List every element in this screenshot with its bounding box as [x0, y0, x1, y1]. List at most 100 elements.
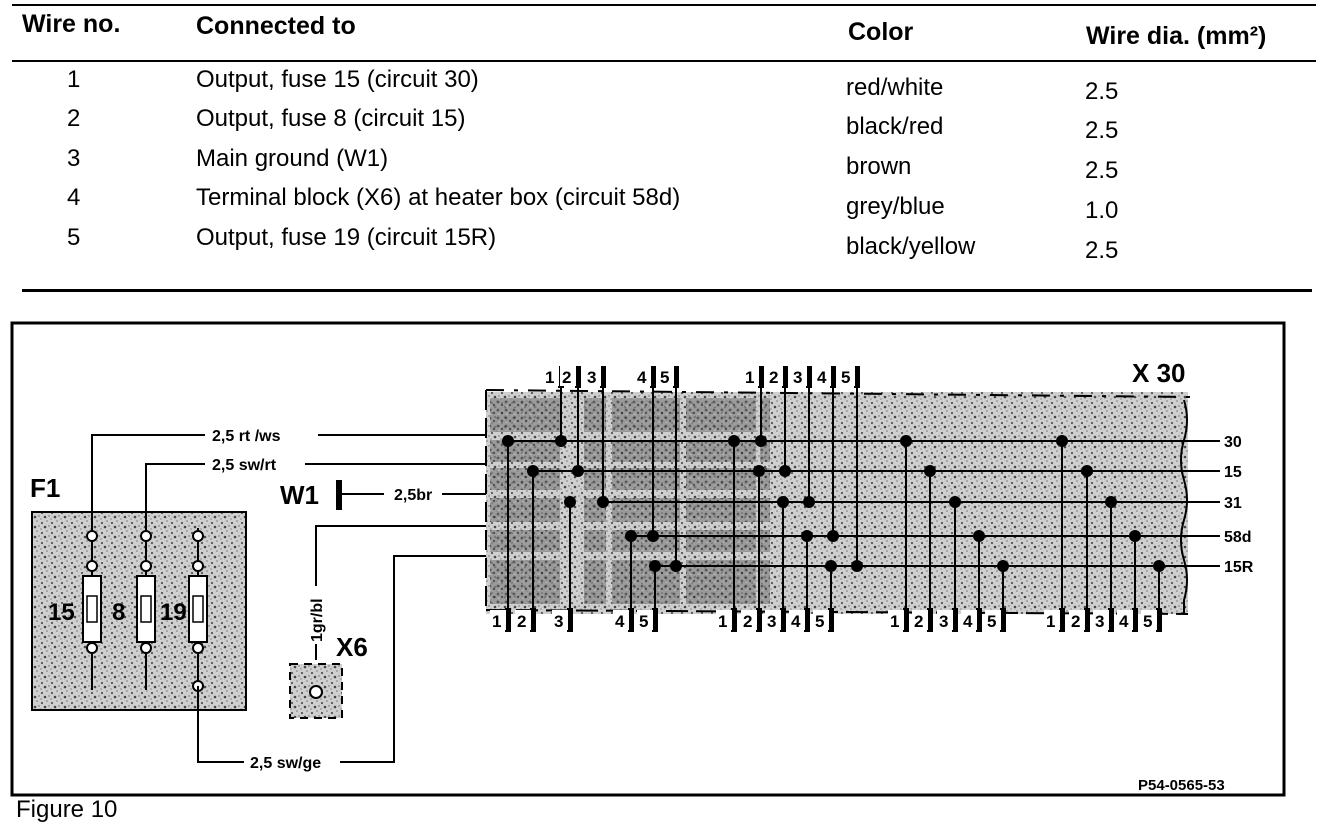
pin-label-bg — [613, 610, 629, 630]
pin-stub — [505, 608, 511, 632]
pin-number: 1 — [745, 368, 754, 387]
connector-cell — [584, 530, 606, 552]
pin-stub — [804, 608, 810, 632]
row-wire-no: 2 — [67, 105, 81, 132]
pin-number: 1 — [492, 612, 501, 631]
pin-number: 2 — [769, 368, 778, 387]
pin-label-bg — [789, 610, 805, 630]
pin-label-bg — [888, 610, 904, 630]
connector-cell — [686, 530, 756, 552]
wire-label-brown: 2,5br — [394, 487, 432, 504]
fuse-terminal — [140, 560, 152, 572]
wire-2-black-red — [145, 463, 205, 528]
pin-stub — [903, 608, 909, 632]
pin-label-bg — [490, 610, 506, 630]
pin-label-bg — [658, 366, 674, 386]
header-color: Color — [848, 18, 914, 46]
pin-number: 3 — [793, 368, 802, 387]
row-connected-to: Output, fuse 19 (circuit 15R) — [196, 224, 497, 251]
pin-label-bg — [815, 366, 831, 386]
junction-dot — [597, 496, 609, 508]
row-connected-to: Main ground (W1) — [196, 145, 389, 172]
pin-number: 2 — [914, 612, 923, 631]
pin-stub — [828, 608, 834, 632]
junction-dot — [555, 435, 567, 447]
junction-dot — [779, 465, 791, 477]
connector-cell — [490, 498, 560, 522]
pin-stub — [952, 608, 958, 632]
pin-number: 3 — [767, 612, 776, 631]
row-wire-no: 3 — [67, 145, 81, 172]
pin-stub — [575, 366, 581, 388]
pin-label-bg — [743, 366, 759, 386]
pin-label-bg — [635, 366, 651, 386]
connector-cell — [760, 440, 770, 462]
pin-label-bg — [1093, 610, 1109, 630]
pin-stub — [567, 608, 573, 632]
connector-cell — [612, 560, 680, 604]
junction-dot — [777, 496, 789, 508]
junction-dot — [1081, 465, 1093, 477]
row-color: black/yellow — [846, 233, 976, 260]
pin-stub — [673, 366, 679, 388]
circuit-label: 31 — [1224, 495, 1242, 512]
connector-cell — [584, 560, 606, 604]
pin-number: 5 — [660, 368, 669, 387]
junction-dot — [900, 435, 912, 447]
pin-label-bg — [1117, 610, 1133, 630]
connector-cell — [584, 440, 606, 462]
pin-label-bg — [985, 610, 1001, 630]
circuit-buses — [508, 440, 1220, 567]
fuse-terminal — [192, 530, 204, 542]
wire-label-red-white: 2,5 rt /ws — [212, 428, 281, 445]
connector-cell — [686, 468, 756, 490]
pin-label-bg — [637, 610, 653, 630]
fuse-terminal — [86, 642, 98, 654]
pin-stub — [1156, 608, 1162, 632]
pin-number: 5 — [1143, 612, 1152, 631]
row-color: grey/blue — [846, 193, 945, 220]
connector-cell — [612, 530, 680, 552]
row-color: brown — [846, 153, 912, 180]
pin-stub — [1000, 608, 1006, 632]
connector-cell — [612, 440, 680, 462]
pin-stub — [756, 608, 762, 632]
pin-label-bg — [1069, 610, 1085, 630]
part-number: P54-0565-53 — [1138, 777, 1225, 794]
junction-dot — [670, 560, 682, 572]
row-wire-no: 4 — [67, 184, 81, 211]
junction-dot — [625, 530, 637, 542]
fusebox-label: F1 — [30, 473, 60, 503]
pin-number: 5 — [841, 368, 850, 387]
connector-cell — [612, 468, 680, 490]
terminal-block — [289, 663, 343, 719]
ground-bar — [336, 480, 342, 510]
fuse-element — [86, 595, 98, 623]
junction-dot — [527, 465, 539, 477]
fuse-element — [192, 595, 204, 623]
junction-dot — [755, 435, 767, 447]
ground-label: W1 — [280, 480, 319, 510]
wire-label-black-yellow: 2,5 sw/ge — [250, 755, 321, 772]
pin-stub — [758, 366, 764, 388]
pin-number: 4 — [1119, 612, 1129, 631]
pin-label-bg — [767, 366, 783, 386]
terminal-label: X6 — [336, 632, 368, 662]
terminal-post — [309, 685, 323, 699]
connector-cell — [760, 560, 770, 604]
connector-cell — [490, 398, 560, 432]
fuse-terminal — [86, 530, 98, 542]
fuse-terminal — [140, 530, 152, 542]
wire-label-grey-blue: 1gr/bl — [309, 598, 326, 642]
pin-number: 3 — [1095, 612, 1104, 631]
connector-cell — [686, 440, 756, 462]
pin-number: 3 — [554, 612, 563, 631]
junction-dot — [647, 530, 659, 542]
circuit-label: 15R — [1224, 559, 1254, 576]
pin-stub — [854, 366, 860, 388]
pin-number: 1 — [545, 368, 554, 387]
pin-number: 2 — [743, 612, 752, 631]
pin-number: 2 — [562, 368, 571, 387]
